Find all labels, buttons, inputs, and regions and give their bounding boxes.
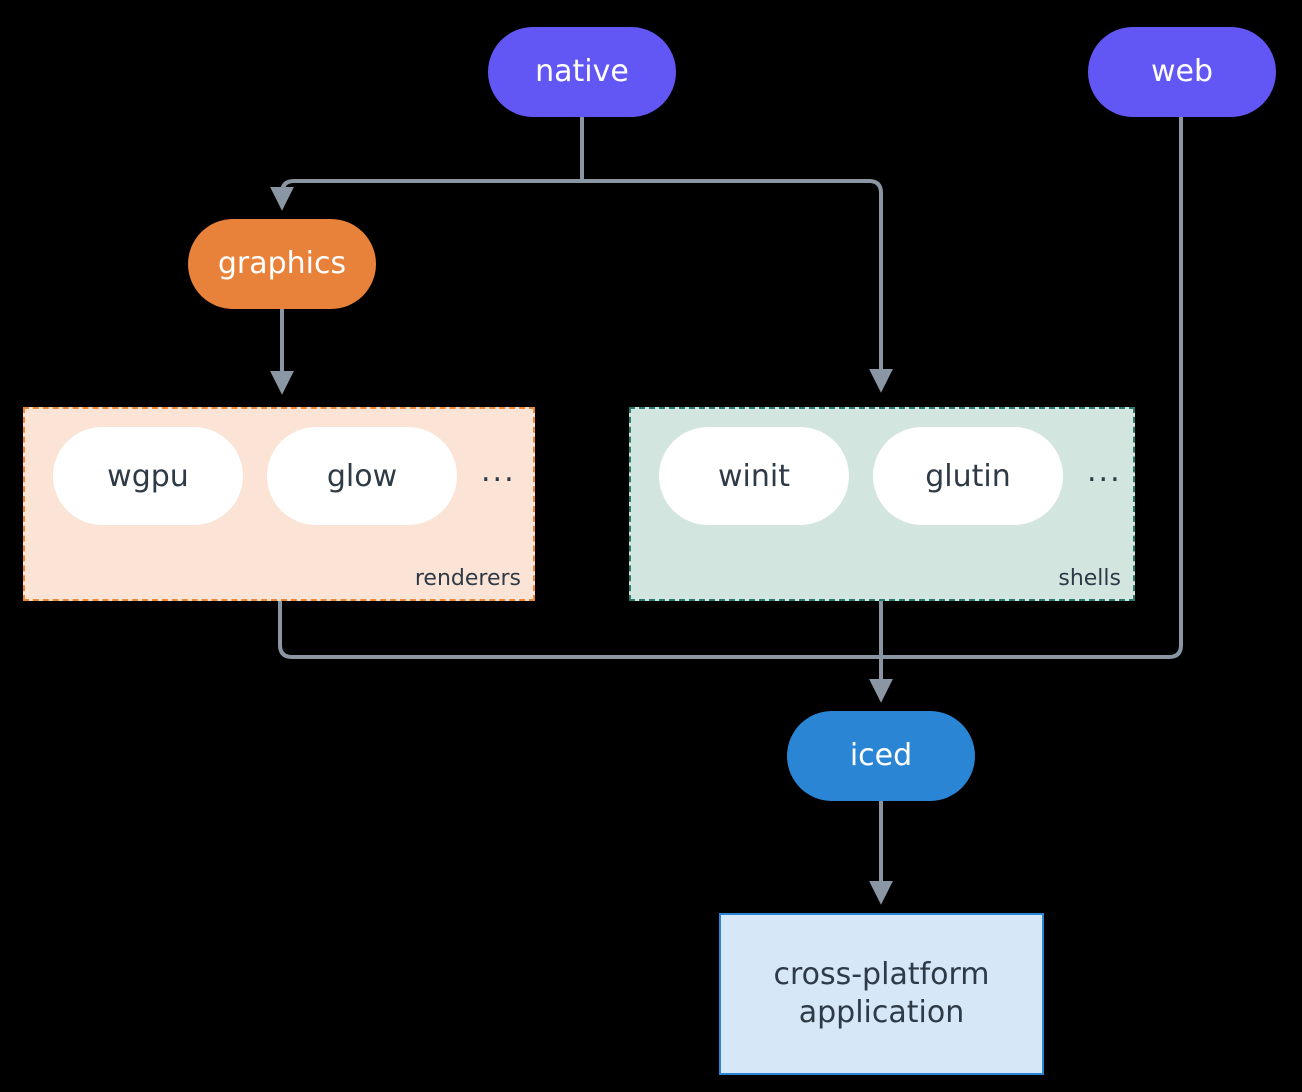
node-iced[interactable]: iced — [787, 711, 975, 801]
edge-native-to-shells — [582, 179, 893, 393]
node-winit-label: winit — [718, 458, 790, 494]
node-native-label: native — [535, 53, 629, 89]
node-wgpu[interactable]: wgpu — [53, 427, 243, 525]
node-native[interactable]: native — [488, 27, 676, 117]
node-web[interactable]: web — [1088, 27, 1276, 117]
node-wgpu-label: wgpu — [107, 458, 189, 494]
edge-renderers-to-iced — [278, 601, 881, 659]
group-shells-items: winit glutin ... — [631, 427, 1122, 525]
group-renderers-items: wgpu glow ... — [25, 427, 516, 525]
node-glutin-label: glutin — [925, 458, 1011, 494]
node-graphics-label: graphics — [217, 245, 347, 281]
shells-ellipsis: ... — [1087, 453, 1122, 489]
node-iced-label: iced — [849, 737, 913, 773]
node-graphics[interactable]: graphics — [188, 219, 376, 309]
node-winit[interactable]: winit — [659, 427, 849, 525]
edge-native-to-graphics — [270, 179, 582, 211]
node-glow[interactable]: glow — [267, 427, 457, 525]
group-renderers[interactable]: wgpu glow ... renderers — [23, 407, 535, 601]
node-application[interactable]: cross-platform application — [719, 913, 1044, 1075]
group-shells-label: shells — [1058, 566, 1121, 591]
node-glutin[interactable]: glutin — [873, 427, 1063, 525]
node-glow-label: glow — [326, 458, 398, 494]
node-application-label-line1: cross-platform — [773, 956, 990, 992]
renderers-ellipsis: ... — [481, 453, 516, 489]
node-web-label: web — [1150, 53, 1214, 89]
group-renderers-label: renderers — [414, 566, 521, 591]
group-shells[interactable]: winit glutin ... shells — [629, 407, 1135, 601]
node-application-label-line2: application — [798, 995, 965, 1030]
